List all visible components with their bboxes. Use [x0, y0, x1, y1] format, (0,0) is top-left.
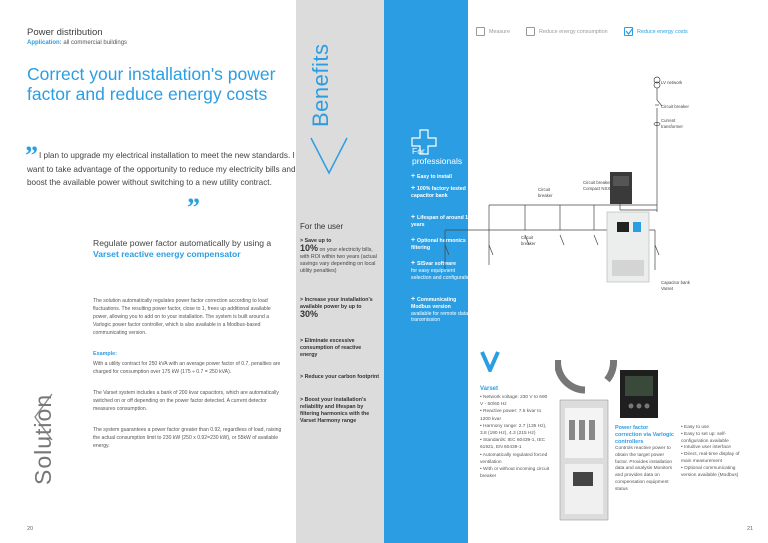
for-user-title: For the user — [300, 222, 344, 231]
chevron-icon — [310, 137, 348, 175]
user-benefit-3: > Eliminate excessive consumption of rea… — [300, 338, 362, 358]
solution-heading: Regulate power factor automatically by u… — [93, 238, 272, 259]
label-capacitor-bank: Capacitor bank Varset — [661, 280, 690, 291]
label-current-transformer: Current transformer — [661, 118, 683, 129]
application-value: all commercial buildings — [63, 40, 128, 46]
chevron-icon — [34, 393, 53, 441]
label-circuit-breaker-left: Circuit breaker — [538, 187, 553, 198]
varset-title: Varset — [480, 386, 499, 392]
label-circuit-breaker-top: Circuit breaker — [661, 104, 689, 109]
varset-specs: • Network voltage: 230 V to 690 V - 50/6… — [480, 395, 550, 480]
user-benefit-1: > Save up to 10% on your electricity bil… — [300, 238, 377, 274]
application-line: Application: all commercial buildings — [27, 40, 127, 46]
pro-benefit-4: + Optional harmonics filtering — [411, 237, 466, 251]
user-benefit-2: > Increase your installation's available… — [300, 297, 373, 319]
checkbox-icon — [476, 27, 485, 36]
page-title: Correct your installation's power factor… — [27, 64, 276, 104]
varset-cabinet-photo — [555, 360, 658, 521]
application-label: Application: — [27, 40, 62, 46]
pro-benefit-1: + Easy to install — [411, 173, 452, 180]
pfc-title: Power factor correction via Varlogic con… — [615, 425, 674, 445]
checkbox-icon — [526, 27, 535, 36]
example-paragraph: With a utility contract for 250 kVA with… — [93, 361, 281, 375]
quote-close-icon: ” — [187, 193, 200, 222]
example-label: Example: — [93, 351, 117, 357]
benefits-label: Benefits — [308, 43, 333, 128]
v-icon — [480, 351, 500, 372]
plus-icon — [411, 129, 437, 155]
guarantee-paragraph: The system guarantees a power factor gre… — [93, 427, 282, 449]
varlogic-features: • Easy to use • Easy to set up: self-con… — [681, 425, 740, 478]
for-professionals-title: For professionals — [412, 146, 463, 166]
check-reduce-consumption: Reduce energy consumption — [526, 27, 608, 36]
page-number-left: 20 — [27, 526, 34, 532]
pro-benefit-2: + 100% factory tested capacitor bank — [411, 185, 466, 199]
professionals-column — [384, 0, 468, 543]
check-reduce-costs: Reduce energy costs — [624, 27, 688, 36]
section-title: Power distribution — [27, 27, 103, 38]
quote-open-icon: ” — [25, 141, 38, 170]
label-lv-network: LV network — [661, 80, 683, 85]
label-circuit-breaker-compact: Circuit breaker Compact NSX — [583, 180, 611, 191]
left-page: Power distribution Application: all comm… — [0, 0, 296, 543]
page-number-right: 21 — [747, 526, 754, 532]
solution-label: Solution — [30, 393, 56, 485]
pfc-description: Controls reactive power to obtain the ta… — [615, 446, 673, 492]
label-circuit-breaker-mid: Circuit breaker — [521, 235, 536, 246]
user-benefit-4: > Reduce your carbon footprint — [300, 374, 380, 380]
solution-paragraph: The solution automatically regulates pow… — [93, 298, 271, 336]
varset-paragraph: The Varset system includes a bank of 200… — [93, 390, 279, 412]
customer-quote: I plan to upgrade my electrical installa… — [27, 151, 296, 187]
checkbox-checked-icon — [624, 27, 634, 36]
check-measure: Measure — [476, 27, 510, 36]
pro-benefit-3: + Lifespan of around 15 years — [411, 214, 471, 228]
user-benefit-5: > Boost your installation's reliability … — [300, 397, 370, 424]
single-line-diagram — [444, 76, 663, 283]
benefits-band — [296, 0, 384, 543]
